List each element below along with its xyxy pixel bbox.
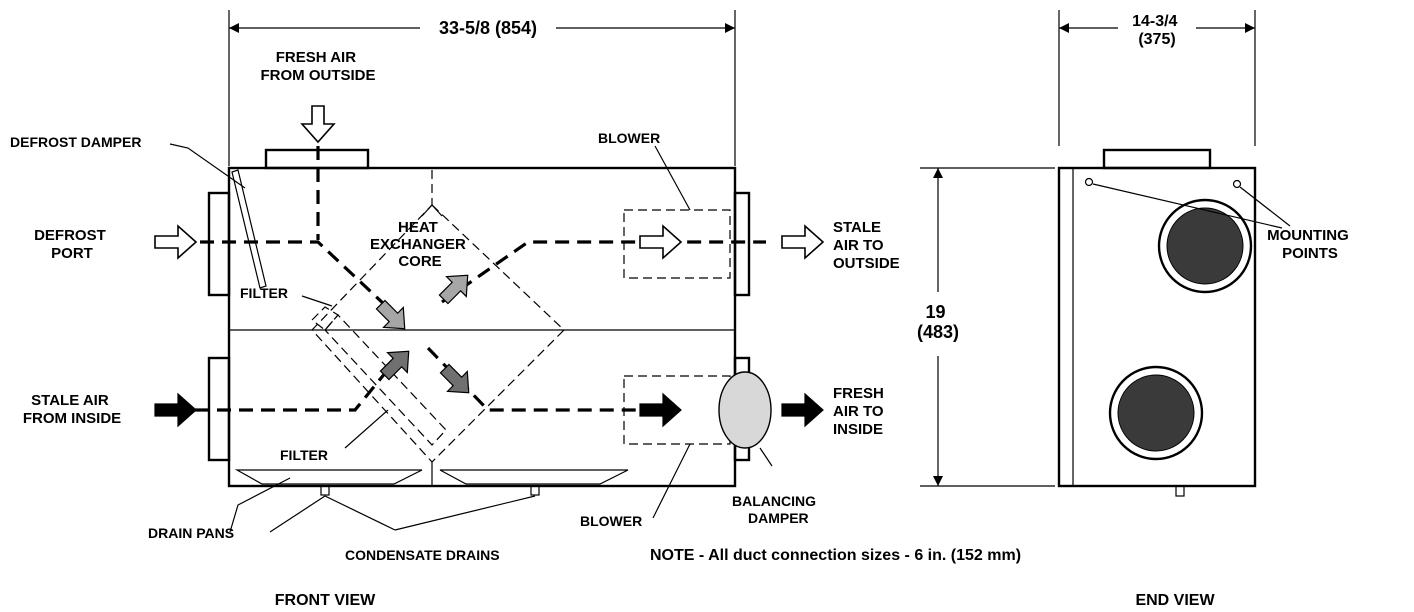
- upper-duct-collar: [1157, 198, 1253, 294]
- front-view: 33-5/8 (854) FRESH AIR FROM OUTSIDE DEFR…: [10, 10, 900, 609]
- defrost-port-label: DEFROST PORT: [34, 227, 110, 262]
- stale-air-outlet-arrow: [781, 224, 825, 260]
- fresh-air-from-outside-label: FRESH AIR FROM OUTSIDE: [261, 49, 376, 84]
- end-condensate-drain: [1175, 485, 1185, 497]
- heat-exchanger-core: [311, 204, 565, 463]
- drain-pans-label: DRAIN PANS: [148, 525, 234, 541]
- front-view-title: FRONT VIEW: [275, 592, 376, 609]
- front-width-dimension: 33-5/8 (854): [439, 18, 537, 38]
- blower-bottom-label: BLOWER: [580, 513, 642, 529]
- balancing-damper: [718, 371, 772, 449]
- end-cabinet: [1057, 166, 1257, 488]
- mounting-point-right: [1232, 179, 1242, 189]
- end-view: 14-3/4 (375) 19 (483) MOUNTING POINTS EN…: [917, 10, 1353, 609]
- lower-duct-opening: [1117, 374, 1195, 452]
- blower-upper-arrow: [639, 224, 683, 260]
- duct-size-note: NOTE - All duct connection sizes - 6 in.…: [650, 547, 1021, 564]
- left-upper-collar: [207, 191, 231, 297]
- mounting-point-left: [1084, 177, 1094, 187]
- end-width-dimension: 14-3/4 (375): [1132, 13, 1182, 48]
- front-cabinet: [227, 166, 737, 488]
- stale-air-to-outside-label: STALE AIR TO OUTSIDE: [833, 219, 900, 272]
- blower-top-label: BLOWER: [598, 130, 660, 146]
- fresh-air-outlet-arrow: [781, 392, 824, 428]
- fresh-air-inlet-arrow: [300, 105, 336, 144]
- fresh-air-to-inside-label: FRESH AIR TO INSIDE: [833, 385, 888, 438]
- heat-exchanger-core-label: HEAT EXCHANGER CORE: [370, 219, 470, 270]
- stale-air-from-inside-label: STALE AIR FROM INSIDE: [23, 392, 121, 427]
- end-view-title: END VIEW: [1135, 592, 1215, 609]
- filter-bottom-label: FILTER: [280, 447, 328, 463]
- height-dimension: 19 (483): [917, 302, 959, 342]
- filter-top-label: FILTER: [240, 285, 288, 301]
- condensate-drain-right: [530, 485, 540, 496]
- right-upper-collar: [733, 191, 751, 297]
- balancing-damper-label: BALANCING DAMPER: [732, 493, 820, 526]
- stale-air-inlet-arrow: [154, 392, 197, 428]
- defrost-damper: [231, 169, 267, 289]
- end-top-collar: [1102, 148, 1212, 170]
- core-arrow-fresh-out: [439, 363, 470, 394]
- core-arrow-fresh-in: [375, 299, 406, 330]
- blower-upper: [623, 209, 731, 279]
- drain-pan-right: [439, 469, 629, 485]
- condensate-drain-left: [320, 485, 330, 496]
- defrost-port-arrow: [154, 224, 198, 260]
- lower-duct-collar: [1108, 365, 1204, 461]
- mounting-points-label: MOUNTING POINTS: [1267, 227, 1353, 262]
- upper-duct-opening: [1166, 207, 1244, 285]
- core-arrow-stale-out: [438, 274, 469, 305]
- condensate-drains-label: CONDENSATE DRAINS: [345, 547, 500, 563]
- drain-pan-left: [234, 469, 423, 485]
- core-arrow-stale-in: [379, 350, 410, 381]
- blower-lower-arrow: [639, 392, 682, 428]
- defrost-damper-label: DEFROST DAMPER: [10, 134, 141, 150]
